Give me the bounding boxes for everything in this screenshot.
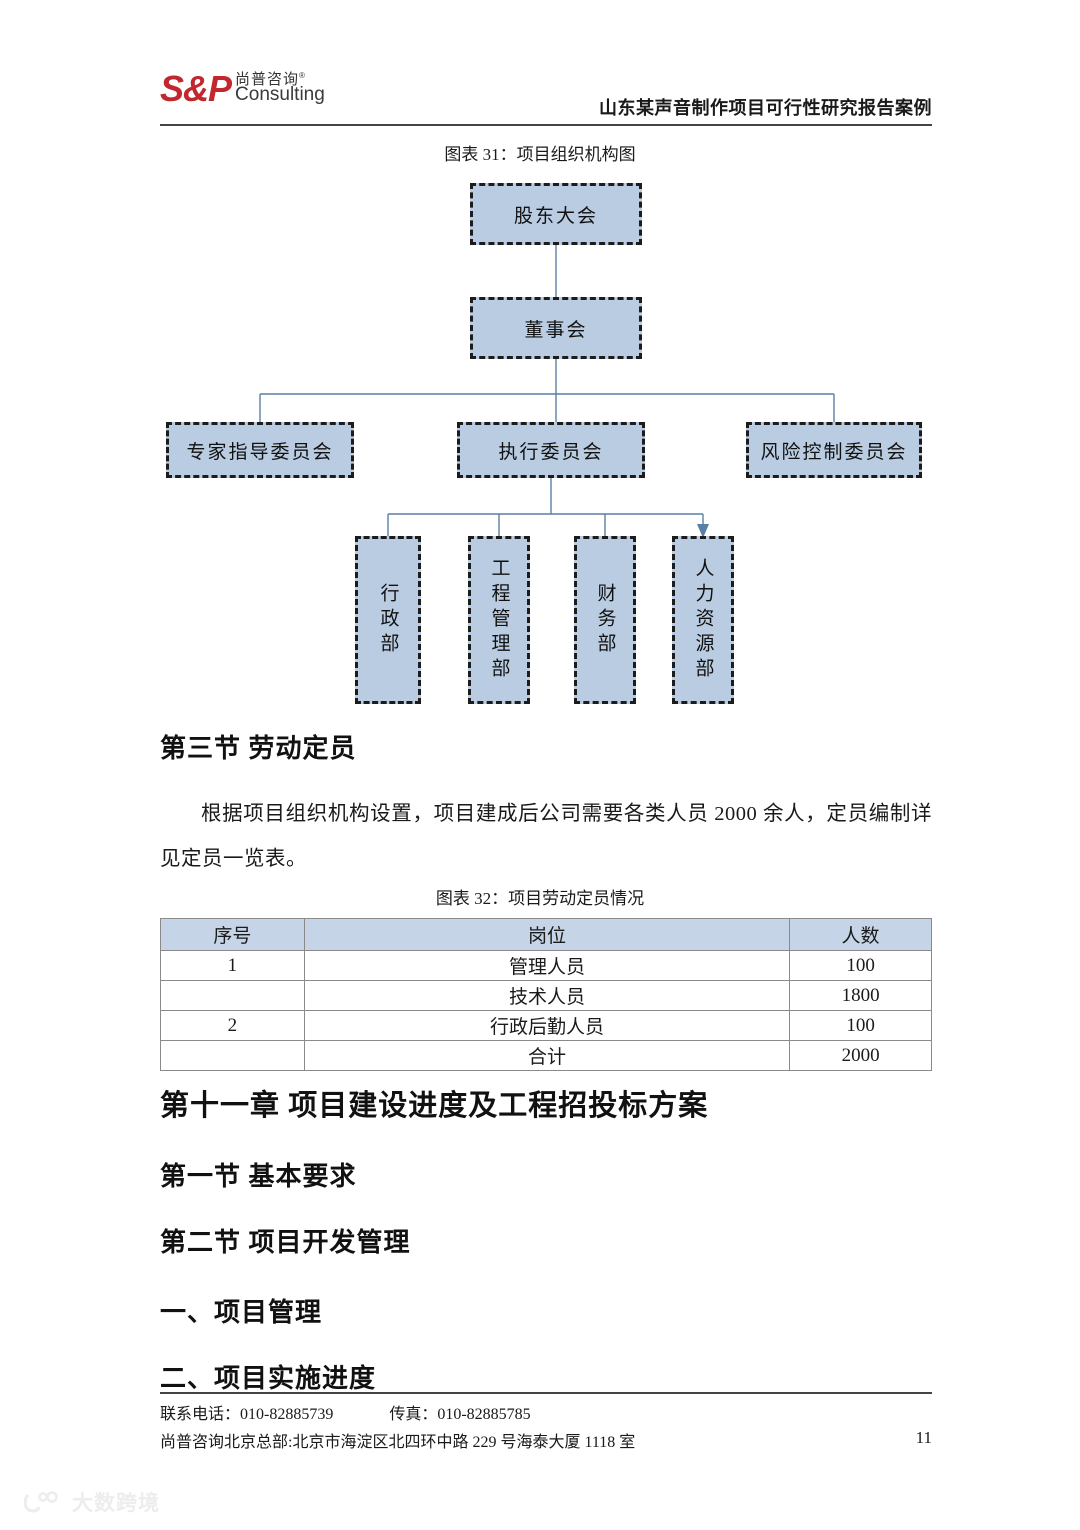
cell-post: 合计	[303, 1040, 791, 1071]
logo-chinese-name: 尚普咨询®	[235, 71, 306, 89]
footer-fax: 传真：010-82885785	[389, 1406, 531, 1423]
column-header-post: 岗位	[303, 918, 791, 951]
logo-wordmark: 尚普咨询® Consulting	[235, 72, 325, 106]
footer-contact: 联系电话：010-82885739 传真：010-82885785	[160, 1400, 531, 1424]
watermark: 大数跨境	[24, 1487, 160, 1517]
org-node-executive-committee: 执行委员会	[457, 422, 645, 478]
footer-divider	[160, 1392, 932, 1394]
logo-sp-mark: S&P	[160, 68, 232, 109]
org-node-expert-committee: 专家指导委员会	[166, 422, 354, 478]
org-node-shareholders: 股东大会	[470, 183, 642, 245]
heading-section-1: 第一节 基本要求	[160, 1162, 357, 1191]
table-row: 技术人员 1800	[160, 980, 932, 1011]
watermark-text: 大数跨境	[72, 1492, 160, 1515]
org-node-engineering-dept: 工程管理部	[468, 536, 530, 704]
registered-icon: ®	[299, 71, 306, 81]
cell-count: 100	[789, 1010, 932, 1041]
cell-post: 技术人员	[303, 980, 791, 1011]
company-logo: S&P 尚普咨询® Consulting	[160, 68, 325, 109]
cell-count: 100	[789, 950, 932, 981]
table-row: 2 行政后勤人员 100	[160, 1010, 932, 1041]
table-header-row: 序号 岗位 人数	[160, 918, 932, 951]
table-row: 1 管理人员 100	[160, 950, 932, 981]
heading-item-2: 二、项目实施进度	[160, 1364, 377, 1393]
cell-no	[160, 980, 305, 1011]
cell-count: 1800	[789, 980, 932, 1011]
footer-phone: 联系电话：010-82885739	[160, 1406, 334, 1423]
page-number: 11	[915, 1428, 932, 1447]
heading-section-2: 第二节 项目开发管理	[160, 1228, 411, 1257]
org-node-risk-committee: 风险控制委员会	[746, 422, 922, 478]
figure32-caption: 图表 32：项目劳动定员情况	[435, 889, 645, 908]
cell-post: 管理人员	[303, 950, 791, 981]
org-node-admin-dept: 行政部	[355, 536, 421, 704]
paragraph-labor-quota: 根据项目组织机构设置，项目建成后公司需要各类人员 2000 余人，定员编制详见定…	[160, 803, 932, 870]
cell-post: 行政后勤人员	[303, 1010, 791, 1041]
heading-chapter-11: 第十一章 项目建设进度及工程招投标方案	[160, 1090, 709, 1122]
cell-no	[160, 1040, 305, 1071]
column-header-no: 序号	[160, 918, 305, 951]
table-row-total: 合计 2000	[160, 1040, 932, 1071]
heading-labor-quota: 第三节 劳动定员	[160, 734, 357, 763]
labor-quota-table: 序号 岗位 人数 1 管理人员 100 技术人员 1800 2 行政后勤人员 1…	[160, 918, 932, 1071]
watermark-logo-icon	[24, 1491, 58, 1513]
org-node-board: 董事会	[470, 297, 642, 359]
cell-count: 2000	[789, 1040, 932, 1071]
page-header: S&P 尚普咨询® Consulting 山东某声音制作项目可行性研究报告案例	[160, 68, 932, 124]
document-title: 山东某声音制作项目可行性研究报告案例	[599, 98, 932, 118]
logo-english-name: Consulting	[235, 84, 325, 106]
column-header-count: 人数	[789, 918, 932, 951]
footer-address: 尚普咨询北京总部:北京市海淀区北四环中路 229 号海泰大厦 1118 室	[160, 1434, 636, 1451]
cell-no: 1	[160, 950, 305, 981]
heading-item-1: 一、项目管理	[160, 1298, 323, 1327]
header-divider	[160, 124, 932, 126]
org-node-finance-dept: 财务部	[574, 536, 636, 704]
figure31-caption: 图表 31：项目组织机构图	[444, 145, 636, 164]
cell-no: 2	[160, 1010, 305, 1041]
org-node-hr-dept: 人力资源部	[672, 536, 734, 704]
